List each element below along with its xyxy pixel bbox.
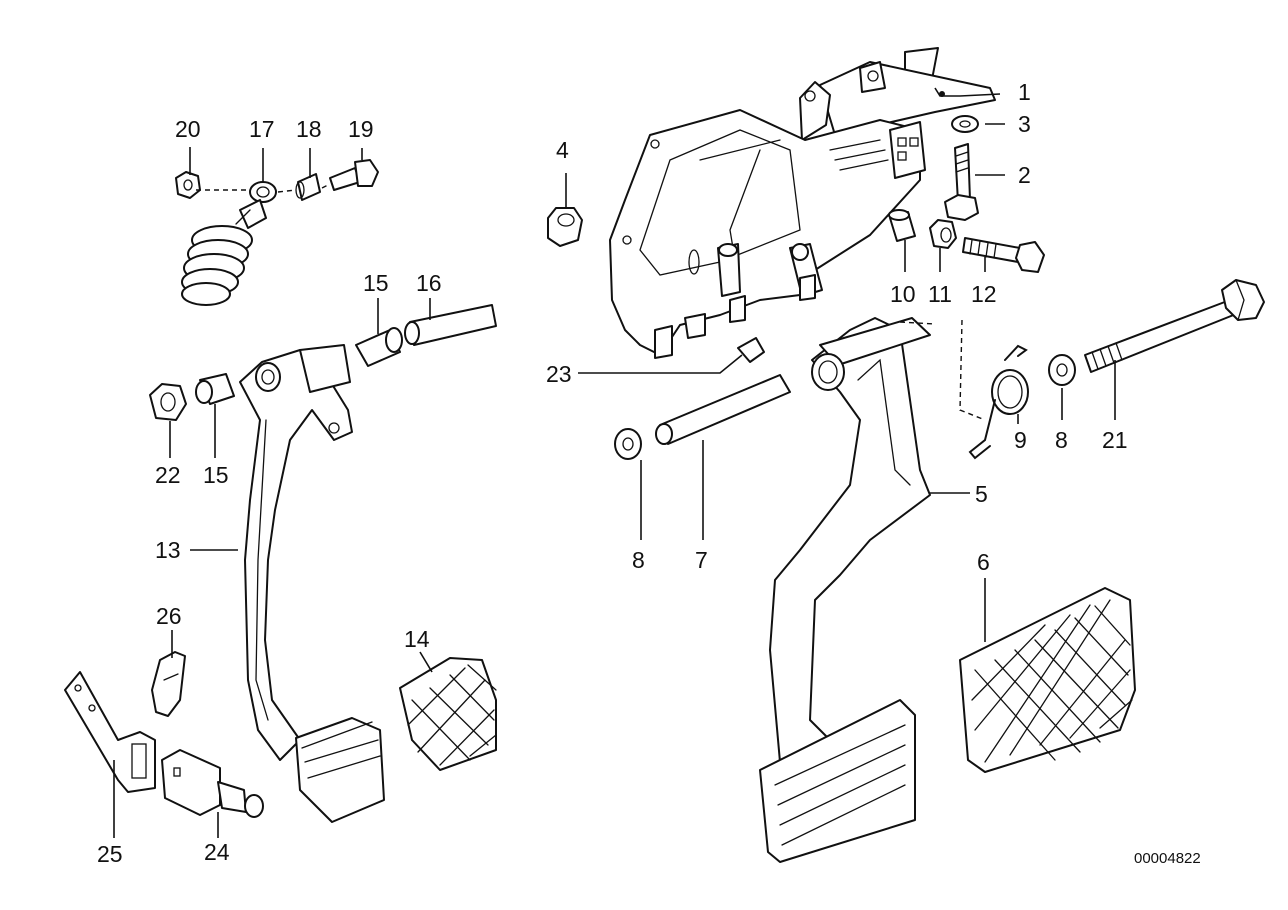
callout-6: 6 bbox=[977, 549, 990, 575]
washer-right-part bbox=[1048, 354, 1076, 386]
pedal-pad-right-part bbox=[959, 587, 1136, 773]
washer-part bbox=[951, 115, 979, 133]
callout-22: 22 bbox=[155, 462, 181, 488]
pedal-pad-left-part bbox=[399, 657, 497, 771]
callout-21: 21 bbox=[1102, 427, 1128, 453]
leader-lines bbox=[113, 87, 1116, 838]
pedal-bushing-bottom-part bbox=[195, 373, 235, 405]
callout-8-left: 8 bbox=[632, 547, 645, 573]
callout-19: 19 bbox=[348, 116, 374, 142]
ring-part bbox=[249, 181, 277, 203]
pedal-arm-left-part bbox=[239, 344, 385, 823]
callout-18: 18 bbox=[296, 116, 322, 142]
callout-12: 12 bbox=[971, 281, 997, 307]
callout-26: 26 bbox=[156, 603, 182, 629]
small-nut-part bbox=[175, 171, 201, 199]
hex-nut-part bbox=[929, 219, 957, 249]
callout-23: 23 bbox=[546, 361, 572, 387]
spring-assembly-part bbox=[181, 199, 267, 306]
bolt-part bbox=[944, 143, 979, 221]
callout-1: 1 bbox=[1018, 79, 1031, 105]
brake-light-switch-part bbox=[161, 749, 264, 818]
pedal-bushing-top-part bbox=[355, 327, 403, 367]
callout-9: 9 bbox=[1014, 427, 1027, 453]
pedal-bracket-part bbox=[609, 47, 996, 359]
callout-5: 5 bbox=[975, 481, 988, 507]
sleeve-part bbox=[655, 374, 791, 445]
switch-bracket-part bbox=[64, 671, 156, 793]
callout-3: 3 bbox=[1018, 111, 1031, 137]
pedal-arm-right-part bbox=[759, 317, 936, 863]
long-bolt-part bbox=[1084, 279, 1265, 373]
callout-15-bottom: 15 bbox=[203, 462, 229, 488]
callout-11: 11 bbox=[928, 281, 952, 307]
screw-part bbox=[962, 237, 1045, 273]
callout-25: 25 bbox=[97, 841, 123, 867]
pedal-sleeve-part bbox=[404, 304, 497, 346]
callout-17: 17 bbox=[249, 116, 275, 142]
diagram-reference-number: 00004822 bbox=[1134, 850, 1201, 867]
callout-labels: 1 2 3 4 5 6 7 8 8 9 10 11 12 13 14 15 15… bbox=[97, 79, 1128, 867]
nut-part bbox=[547, 207, 583, 247]
callout-24: 24 bbox=[204, 839, 230, 865]
washer-left-part bbox=[614, 428, 642, 460]
callout-16: 16 bbox=[416, 270, 442, 296]
callout-2: 2 bbox=[1018, 162, 1031, 188]
callout-14: 14 bbox=[404, 626, 430, 652]
small-bushing-part bbox=[295, 173, 321, 201]
callout-4: 4 bbox=[556, 137, 569, 163]
callout-15-top: 15 bbox=[363, 270, 389, 296]
callout-20: 20 bbox=[175, 116, 201, 142]
pin-part bbox=[329, 159, 379, 191]
callout-10: 10 bbox=[890, 281, 916, 307]
switch-clip-part bbox=[151, 651, 186, 717]
return-spring-part bbox=[959, 319, 1029, 460]
callout-8-right: 8 bbox=[1055, 427, 1068, 453]
clip-part bbox=[737, 337, 765, 363]
callout-7: 7 bbox=[695, 547, 708, 573]
callout-13: 13 bbox=[155, 537, 181, 563]
pedal-nut-part bbox=[149, 383, 187, 421]
bushing-part bbox=[888, 209, 916, 242]
